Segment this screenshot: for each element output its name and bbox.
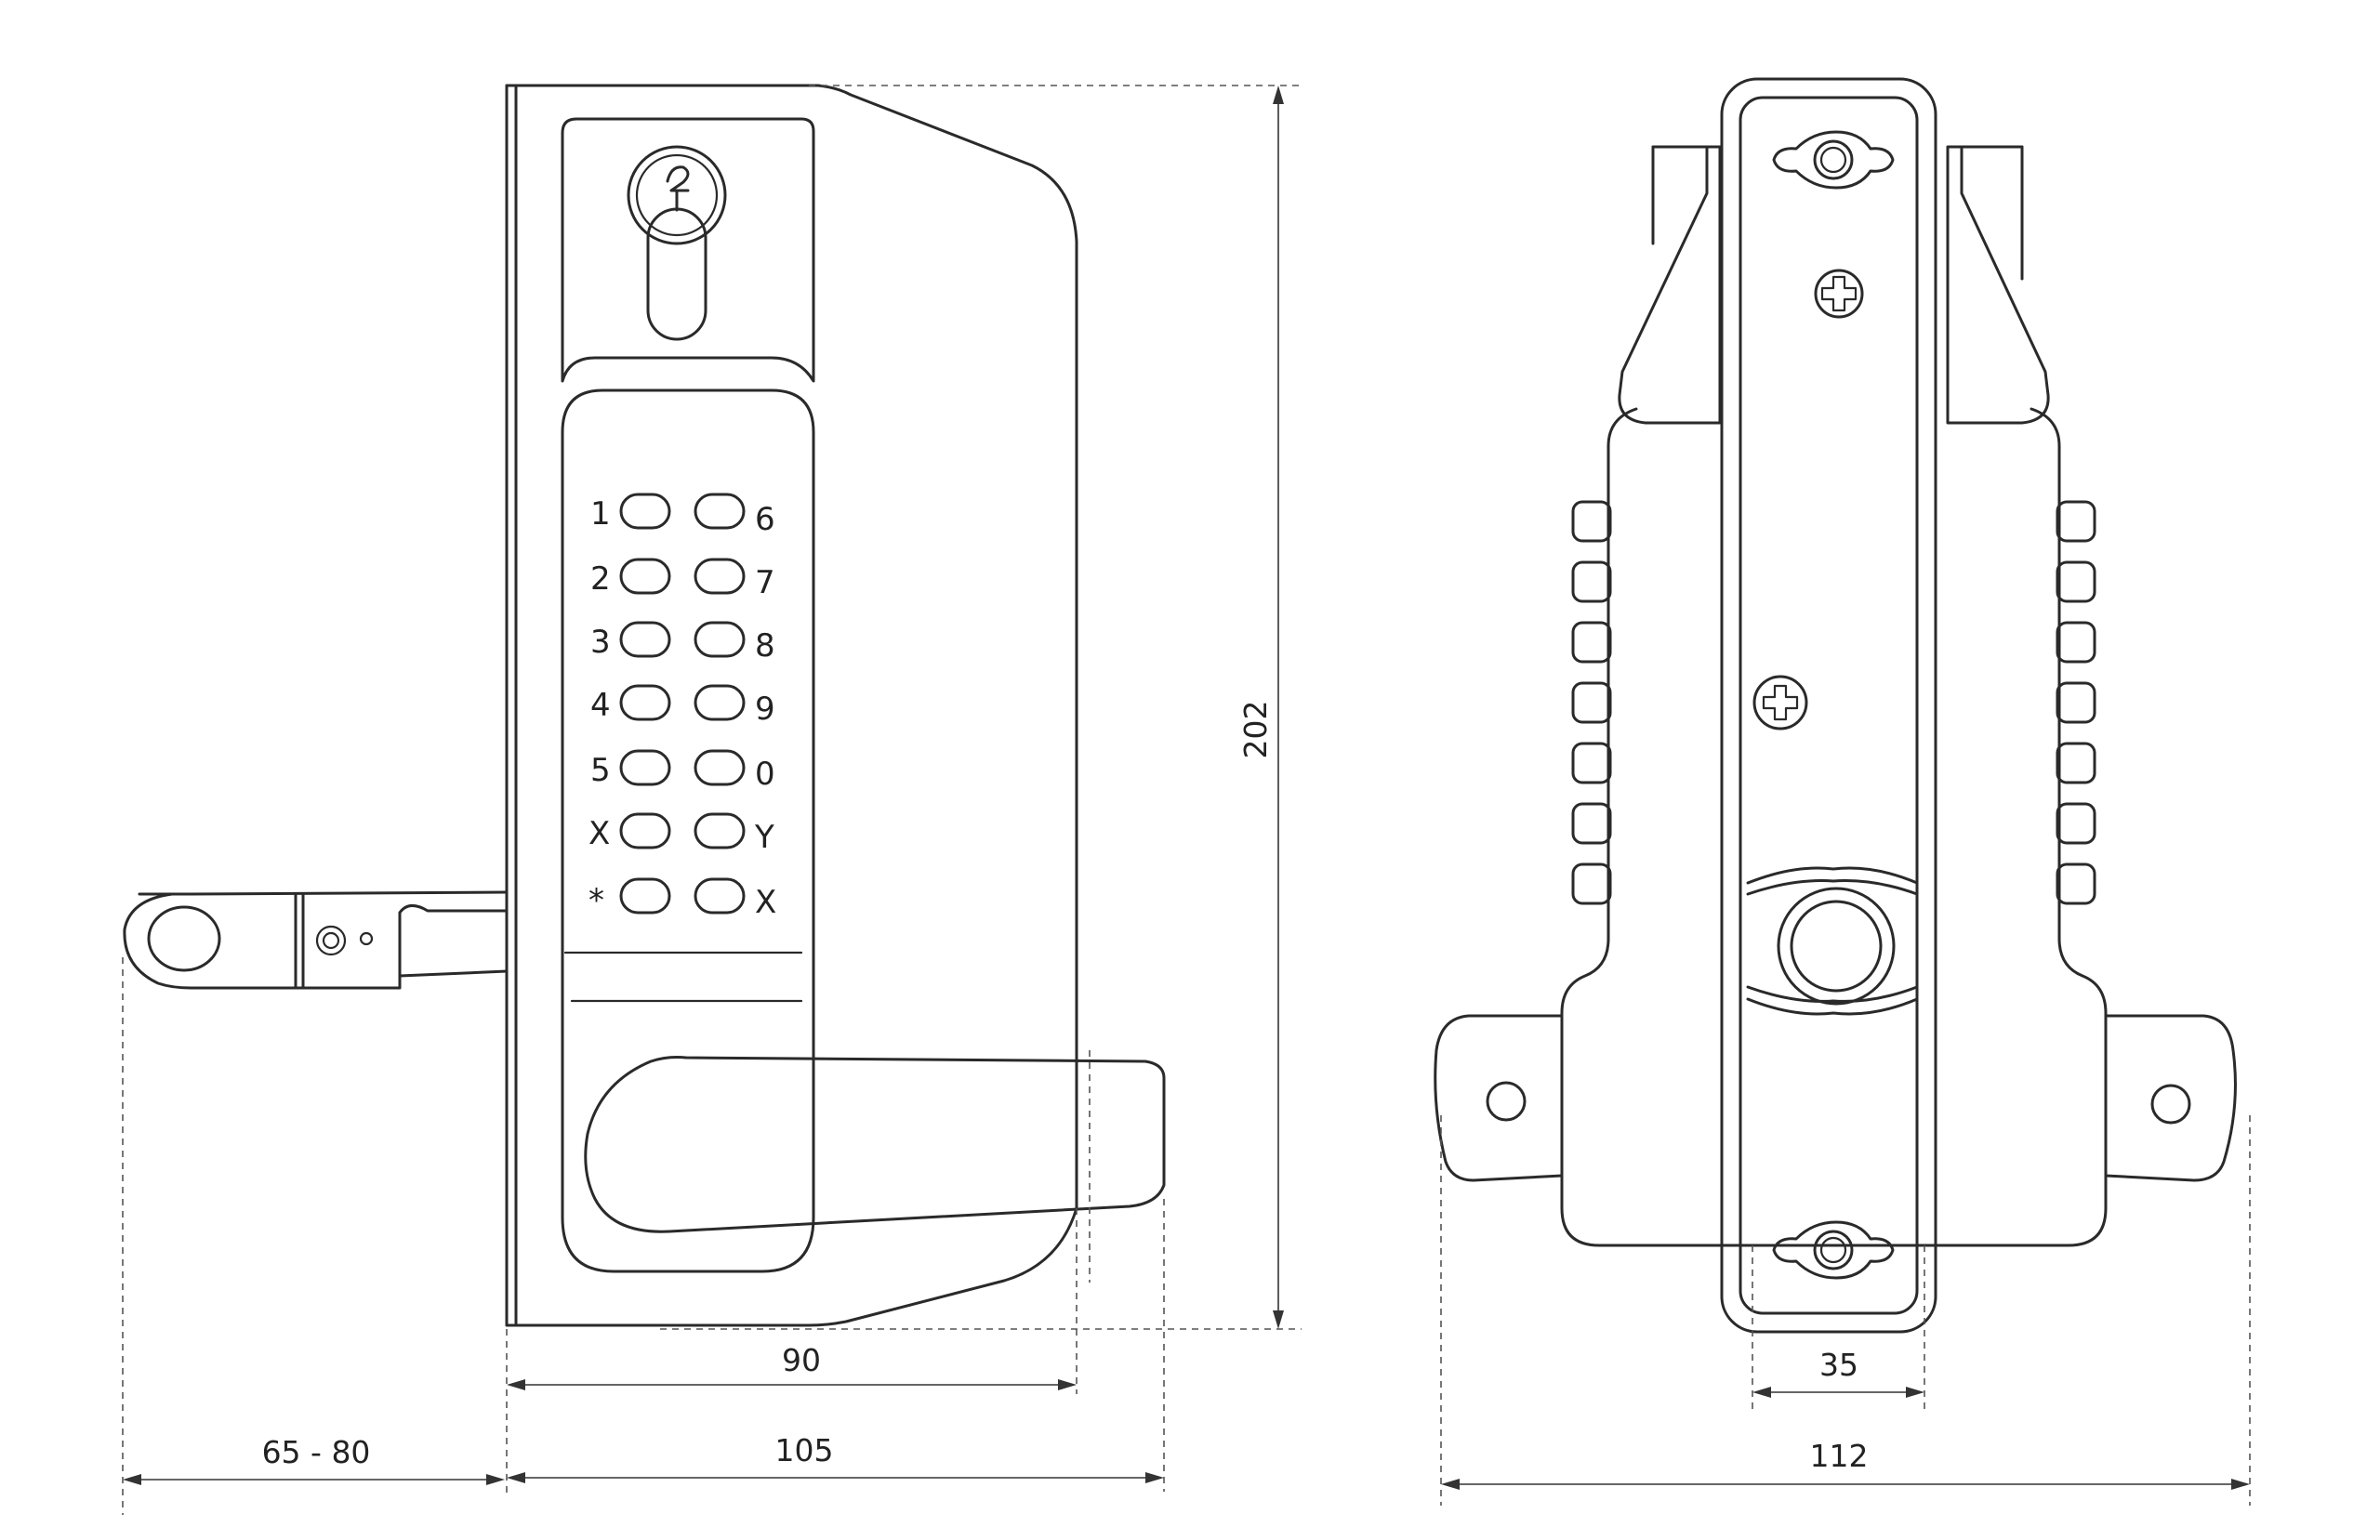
key-label: 9 [755, 691, 775, 728]
key-label: 8 [755, 627, 775, 665]
spindle-release [1746, 866, 1919, 1016]
key-2-button[interactable] [619, 558, 671, 595]
lever-handle[interactable] [584, 1056, 1166, 1233]
key-label: 7 [755, 564, 775, 601]
key-label: * [588, 882, 604, 919]
plate-width-dimension: 35 [1819, 1347, 1858, 1383]
left-fins [1571, 500, 1612, 905]
key-label: 4 [590, 687, 611, 724]
mount-plate-edge [505, 84, 518, 1326]
key-9-button[interactable] [694, 684, 746, 721]
back-plate-outer [1720, 77, 1937, 1334]
right-fins [2056, 500, 2096, 905]
side-dimensions: 202 90 105 65 - 80 [122, 85, 1302, 1515]
gate-range-dimension: 65 - 80 [262, 1434, 371, 1470]
keypad-panel [561, 388, 815, 1273]
key-7-button[interactable] [694, 558, 746, 595]
phillips-screw-icon [1814, 269, 1864, 319]
bottom-wing-screw [1772, 1220, 1895, 1280]
lock-body-outline [505, 84, 1078, 1327]
inner-width-dimension: 90 [782, 1342, 821, 1378]
key-label: 6 [755, 501, 775, 538]
key-label: X [588, 815, 610, 852]
key-label: 0 [755, 756, 775, 793]
top-wing-screw [1772, 130, 1895, 190]
back-dimensions: 35 112 [1440, 1115, 2251, 1506]
keypad-divider [563, 951, 803, 1003]
key-5-button[interactable] [619, 749, 671, 786]
right-mounting-hole [2150, 1084, 2191, 1125]
key-label: 5 [590, 752, 611, 789]
back-plate-inner [1739, 96, 1919, 1315]
key-label: 3 [590, 624, 611, 661]
key-star-button[interactable] [619, 877, 671, 915]
left-mounting-hole [1486, 1081, 1527, 1122]
key-8-button[interactable] [694, 621, 746, 658]
overall-width-dimension: 105 [775, 1432, 834, 1468]
key-4-button[interactable] [619, 684, 671, 721]
back-view [1434, 77, 2237, 1334]
key-3-button[interactable] [619, 621, 671, 658]
cylinder-housing [561, 117, 815, 383]
right-mounting-wing [2104, 1014, 2237, 1182]
key-label: X [755, 884, 776, 921]
key-x2-button[interactable] [694, 877, 746, 915]
key-1-button[interactable] [619, 493, 671, 530]
gate-latch-bracket [123, 890, 509, 990]
key-x-button[interactable] [619, 812, 671, 849]
key-label: 1 [590, 495, 611, 533]
key-label: 2 [590, 560, 611, 598]
key-6-button[interactable] [694, 493, 746, 530]
keypad-right-column: 6 7 8 9 0 Y X [694, 493, 776, 921]
back-body [1560, 407, 2108, 1247]
upper-housing [1618, 145, 1722, 425]
back-width-dimension: 112 [1810, 1438, 1869, 1474]
keypad-left-column: 1 2 3 4 5 X * [588, 493, 671, 919]
key-0-button[interactable] [694, 749, 746, 786]
key-label: Y [754, 819, 774, 856]
key-cylinder [627, 145, 727, 341]
side-view: 1 2 3 4 5 X * 6 7 8 9 0 Y X [123, 84, 1166, 1327]
phillips-screw-icon [1752, 675, 1808, 731]
height-dimension: 202 [1237, 701, 1274, 759]
key-y-button[interactable] [694, 812, 746, 849]
left-mounting-wing [1434, 1014, 1564, 1182]
